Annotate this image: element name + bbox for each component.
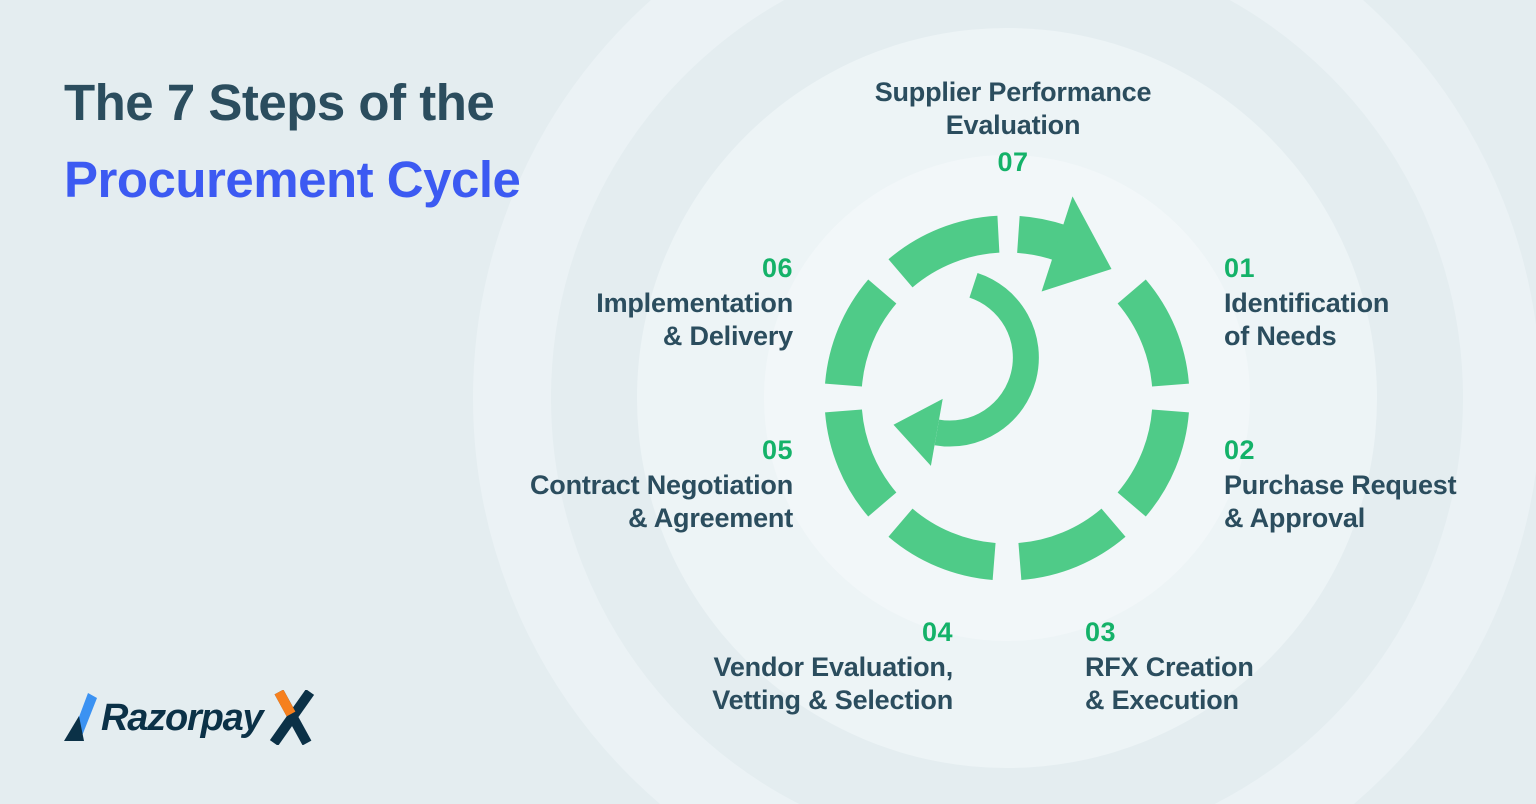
ring-segment-6 (888, 215, 1000, 288)
step-label-line: of Needs (1224, 321, 1337, 351)
inner-refresh-arrow-icon (893, 272, 1039, 466)
step-label-line: Contract Negotiation (530, 470, 793, 500)
step-number: 05 (761, 435, 793, 465)
step-item-05: 05 Contract Negotiation & Agreement (433, 434, 793, 535)
step-label-line: Vendor Evaluation, (713, 652, 954, 682)
step-label-line: & Approval (1224, 503, 1366, 533)
razorpay-arrow-icon (64, 693, 97, 741)
background-halo-outer (473, 0, 1536, 804)
step-label-line: & Agreement (628, 503, 793, 533)
step-label-line: Vetting & Selection (712, 685, 953, 715)
step-number: 03 (1085, 617, 1117, 647)
step-label-line: Identification (1224, 288, 1390, 318)
step-number: 01 (1224, 253, 1256, 283)
step-label-line: RFX Creation (1085, 652, 1254, 682)
ring-segment-2 (1017, 508, 1126, 580)
logo-wordmark: Razorpay (101, 697, 264, 739)
clockwise-cycle-arrow-icon (1016, 196, 1112, 292)
inner-arrow-head (893, 398, 943, 466)
ring-segment-4 (825, 408, 897, 517)
step-label-line: Implementation (596, 288, 793, 318)
ring-segment-5 (825, 279, 897, 388)
step-number: 07 (997, 147, 1029, 177)
cycle-ring (825, 215, 1189, 580)
step-item-02: 02 Purchase Request & Approval (1224, 434, 1536, 535)
step-number: 02 (1224, 435, 1256, 465)
step-number: 06 (761, 253, 793, 283)
step-item-06: 06 Implementation & Delivery (433, 252, 793, 353)
step-item-03: 03 RFX Creation & Execution (1085, 616, 1415, 717)
step-item-01: 01 Identification of Needs (1224, 252, 1536, 353)
title-line-2: Procurement Cycle (64, 151, 521, 208)
step-item-07: Supplier Performance Evaluation 07 (813, 76, 1213, 179)
title-line-1: The 7 Steps of the (64, 74, 495, 131)
step-label-line: Evaluation (945, 110, 1081, 140)
step-number: 04 (921, 617, 953, 647)
ring-segment-7 (1117, 279, 1189, 388)
inner-arrow-arc (934, 272, 1039, 447)
page-title: The 7 Steps of the Procurement Cycle (64, 64, 521, 218)
ring-segment-1 (1117, 408, 1189, 517)
cycle-arrow-head (1041, 196, 1112, 292)
logo-x-icon (270, 690, 315, 745)
step-label-line: & Execution (1085, 685, 1239, 715)
razorpayx-logo: Razorpay (64, 690, 316, 745)
step-label-line: Purchase Request (1224, 470, 1457, 500)
step-item-04: 04 Vendor Evaluation, Vetting & Selectio… (593, 616, 953, 717)
step-label-line: Supplier Performance (874, 77, 1152, 107)
ring-segment-3 (888, 508, 997, 580)
step-label-line: & Delivery (662, 321, 793, 351)
cycle-arrow-tail (1016, 215, 1067, 261)
